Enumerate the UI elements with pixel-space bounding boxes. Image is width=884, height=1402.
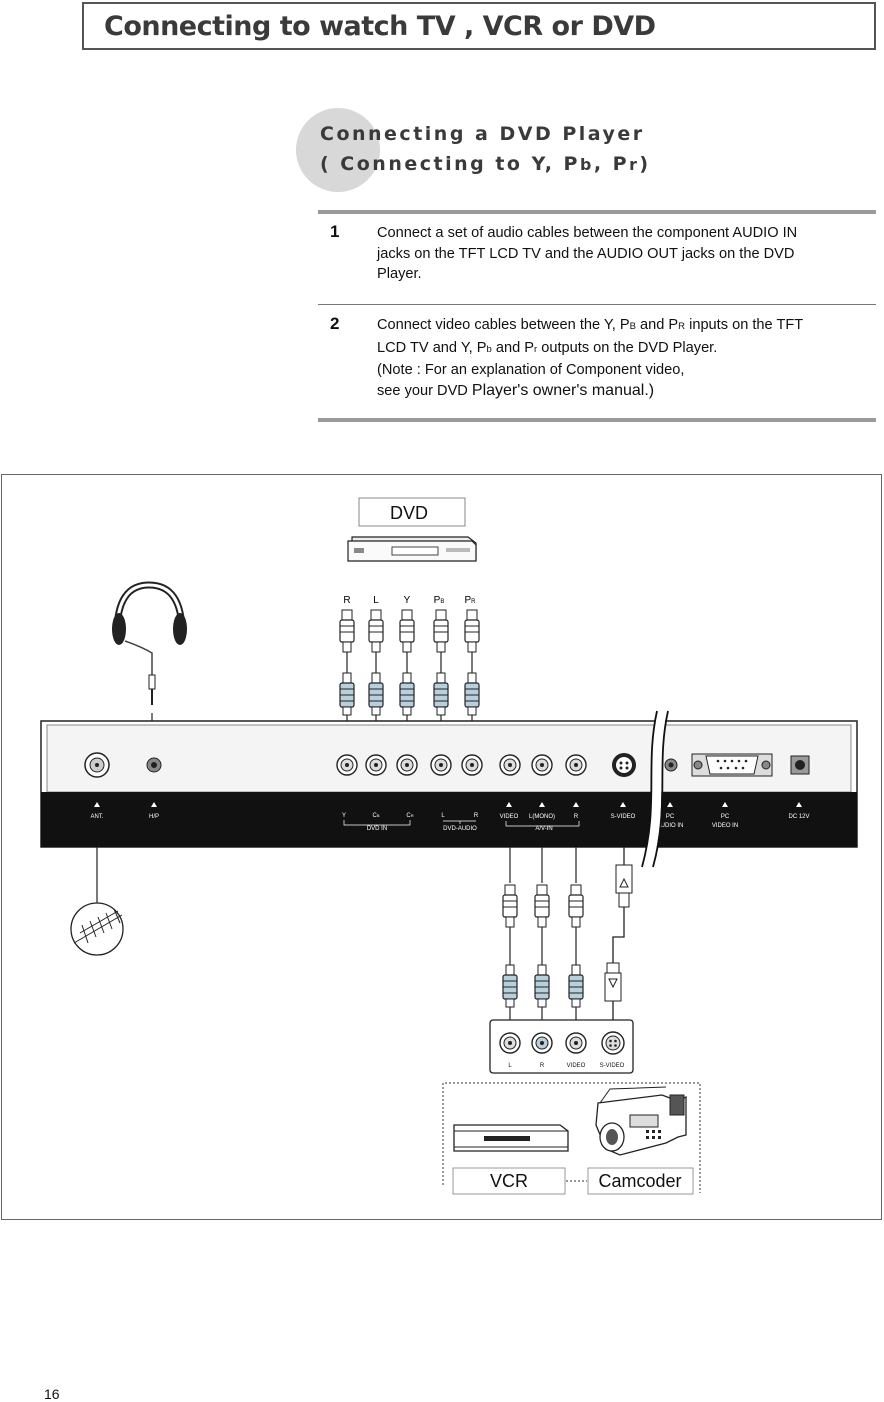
svg-text:VIDEO: VIDEO [500, 814, 519, 820]
svg-text:PC: PC [666, 814, 675, 820]
top-rule [318, 210, 876, 214]
section-subtitle: ( Connecting to Y, Pb, Pr) [320, 153, 651, 175]
step-text: Connect a set of audio cables between th… [377, 225, 798, 282]
antenna-icon [70, 847, 124, 956]
svg-text:L(MONO): L(MONO) [529, 814, 555, 820]
panel-labels: ANT. H/P Y CB CR DVD IN L R DVD-AUDIO VI… [90, 813, 809, 832]
vcr-camcoder-group: VCR Camcoder [442, 1082, 701, 1195]
vcr-label: VCR [490, 1171, 528, 1191]
subtitle-circle-decoration [296, 108, 380, 192]
svg-text:ANT.: ANT. [90, 814, 103, 820]
svg-text:S-VIDEO: S-VIDEO [600, 1063, 625, 1069]
bottom-rule [318, 418, 876, 422]
svg-text:PC: PC [721, 814, 730, 820]
pc-video-connector [691, 753, 773, 777]
page-title: Connecting to watch TV , VCR or DVD [104, 11, 656, 42]
camcoder-label: Camcoder [598, 1171, 681, 1191]
device-output-panel: L R VIDEO S-VIDEO [489, 1019, 634, 1074]
svideo-jack [612, 753, 636, 777]
panel-brackets [343, 820, 580, 827]
svg-text:CR: CR [406, 813, 413, 819]
camcoder-icon [595, 1086, 687, 1156]
cable-label-r: R [343, 595, 350, 606]
dvd-in-jacks [336, 754, 418, 776]
svg-text:AUDIO IN: AUDIO IN [657, 823, 684, 829]
dvd-label: DVD [390, 503, 428, 523]
svg-text:VIDEO: VIDEO [567, 1063, 586, 1069]
panel-break-mask [642, 709, 667, 869]
vcr-icon [453, 1124, 569, 1152]
dvd-cable-labels: R L Y PB PR [343, 595, 476, 606]
cable-label-l: L [373, 595, 379, 606]
svg-text:L: L [508, 1063, 512, 1069]
step-text: Connect video cables between the Y, PB a… [377, 317, 804, 399]
svg-text:H/P: H/P [149, 814, 159, 820]
svg-text:Y: Y [342, 813, 346, 819]
svg-text:R: R [574, 814, 579, 820]
svg-text:DVD-AUDIO: DVD-AUDIO [443, 826, 477, 832]
middle-rule [318, 304, 876, 305]
dvd-player: DVD [347, 497, 477, 562]
svg-text:VIDEO IN: VIDEO IN [712, 823, 738, 829]
cable-label-y: Y [404, 595, 411, 606]
svg-text:R: R [540, 1063, 545, 1069]
svg-text:DVD IN: DVD IN [367, 826, 387, 832]
diagram-svg: DVD R L Y PB PR [40, 497, 858, 1195]
dc-jack [790, 755, 810, 775]
step-number: 2 [330, 314, 340, 333]
svg-text:DC 12V: DC 12V [788, 814, 809, 820]
page-number: 16 [44, 1386, 60, 1402]
av-in-jacks [499, 754, 587, 776]
svg-text:R: R [474, 813, 479, 819]
svg-text:L: L [441, 813, 445, 819]
connection-diagram: DVD R L Y PB PR [1, 474, 882, 1220]
svg-text:S-VIDEO: S-VIDEO [611, 814, 636, 820]
section-title: Connecting a DVD Player [320, 123, 645, 145]
panel-arrows [94, 802, 802, 807]
pc-audio-jack [664, 758, 678, 772]
hp-jack [146, 757, 162, 773]
cable-label-pb: PB [434, 595, 445, 606]
cable-label-pr: PR [464, 595, 476, 606]
tv-rear-panel: ANT. H/P Y CB CR DVD IN L R DVD-AUDIO VI… [40, 720, 858, 848]
svg-text:CB: CB [372, 813, 379, 819]
svg-text:A/V-IN: A/V-IN [535, 826, 552, 832]
step-number: 1 [330, 222, 340, 241]
ant-jack [84, 752, 110, 778]
svideo-cable [604, 847, 633, 1020]
panel-break-lines [641, 710, 669, 868]
av-cables [502, 847, 584, 1020]
page-header: Connecting to watch TV , VCR or DVD [82, 2, 876, 50]
